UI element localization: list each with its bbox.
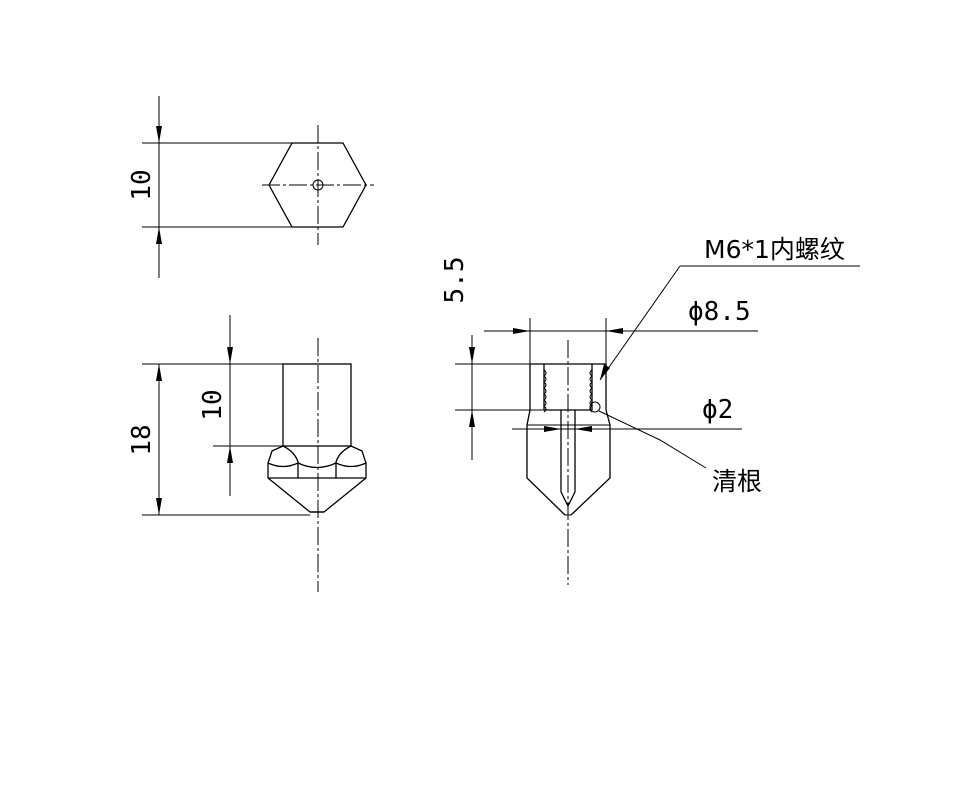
thread-note-leader [599,265,681,381]
thread-note-arrow [600,364,610,380]
top-dim-arrow-lower [156,227,162,244]
section-view: 5.5 ϕ8.5 ϕ2 M6*1内螺纹 清根 [440,235,860,585]
top-view-hexagon: 10 [127,96,374,278]
dim-2-arrow-right [575,426,592,432]
dim-overall-height-text: 18 [127,424,157,455]
thread-marks-left [543,369,547,413]
dim-upper-height-text: 10 [198,389,228,420]
hex-right-face-edge [335,445,352,478]
dim-18-arrow-upper [156,364,162,381]
top-dim-arrow-upper [156,126,162,143]
dim-8-5-arrow-right [606,328,623,334]
dim-outer-diameter-text: ϕ8.5 [688,297,751,327]
small-bore-tip [560,491,576,508]
front-body-rect [282,363,352,447]
dim-across-flats-text: 10 [127,169,157,200]
dim-10-arrow-upper [227,347,233,364]
dim-10-arrow-lower [227,446,233,463]
hex-right-curve [335,462,367,468]
dim-thread-depth-text: 5.5 [440,257,470,304]
nozzle-cone-tip [267,477,367,513]
hex-left-curve [267,462,299,468]
dim-2-arrow-left [544,426,561,432]
clean-root-circle [589,401,601,413]
nozzle-hole-circle [312,179,324,191]
dim-8-5-arrow-left [513,328,530,334]
clean-root-leader [598,410,707,469]
dim-bore-diameter-text: ϕ2 [702,395,733,425]
hex-center-curve [297,462,337,469]
front-view: 18 10 [127,315,367,592]
thread-note-text: M6*1内螺纹 [704,235,845,264]
section-right-lower-contour [570,409,611,516]
dim-5-5-arrow-lower [469,410,475,427]
thread-marks-right [589,369,593,413]
section-left-lower-contour [526,409,566,516]
hex-right-chamfer [350,445,367,478]
dim-5-5-arrow-upper [469,347,475,364]
hex-left-face-edge [282,445,299,478]
clean-root-note-text: 清根 [712,467,762,496]
dim-18-arrow-lower [156,498,162,515]
hex-left-chamfer [267,445,284,478]
